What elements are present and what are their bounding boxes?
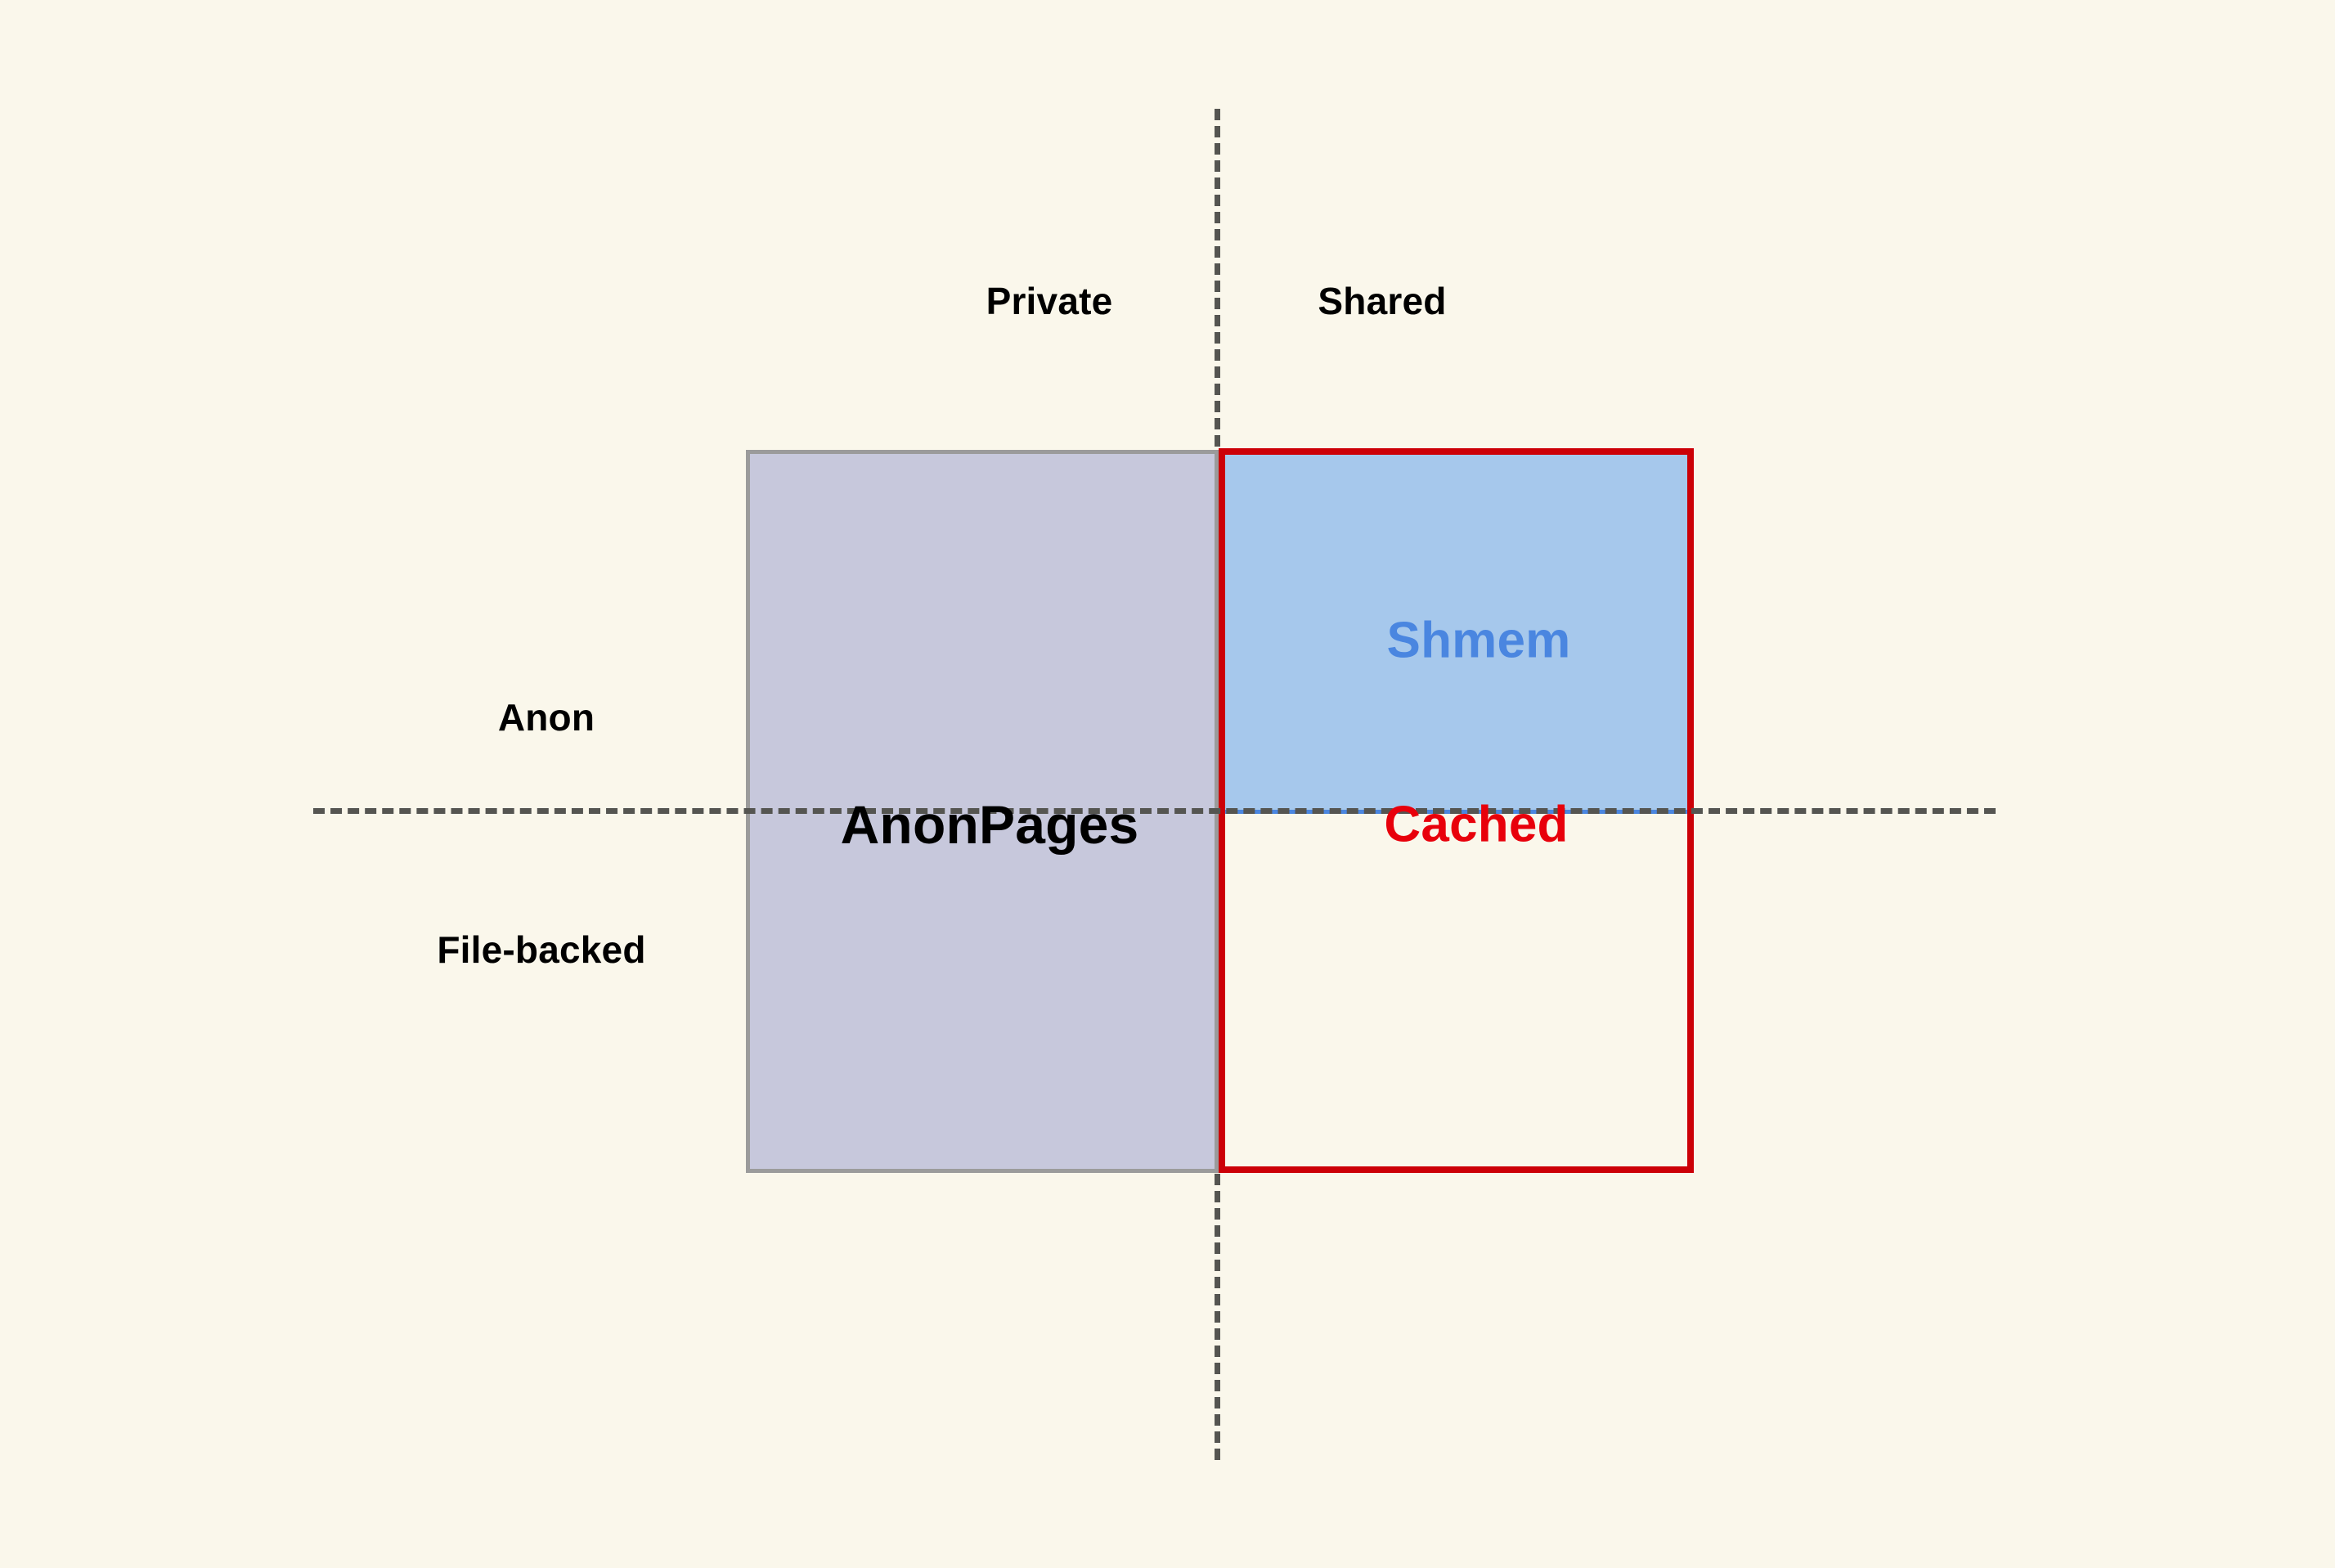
- region-label-shmem: Shmem: [1386, 612, 1571, 669]
- region-label-cached: Cached: [1384, 796, 1569, 853]
- axis-label-private: Private: [986, 280, 1113, 322]
- region-shmem: [1224, 454, 1688, 814]
- axis-label-file-backed: File-backed: [437, 928, 646, 971]
- axis-label-anon: Anon: [497, 696, 595, 739]
- axis-label-shared: Shared: [1318, 280, 1447, 322]
- region-label-anonpages: AnonPages: [840, 794, 1139, 855]
- horizontal-divider-line: [313, 808, 1996, 814]
